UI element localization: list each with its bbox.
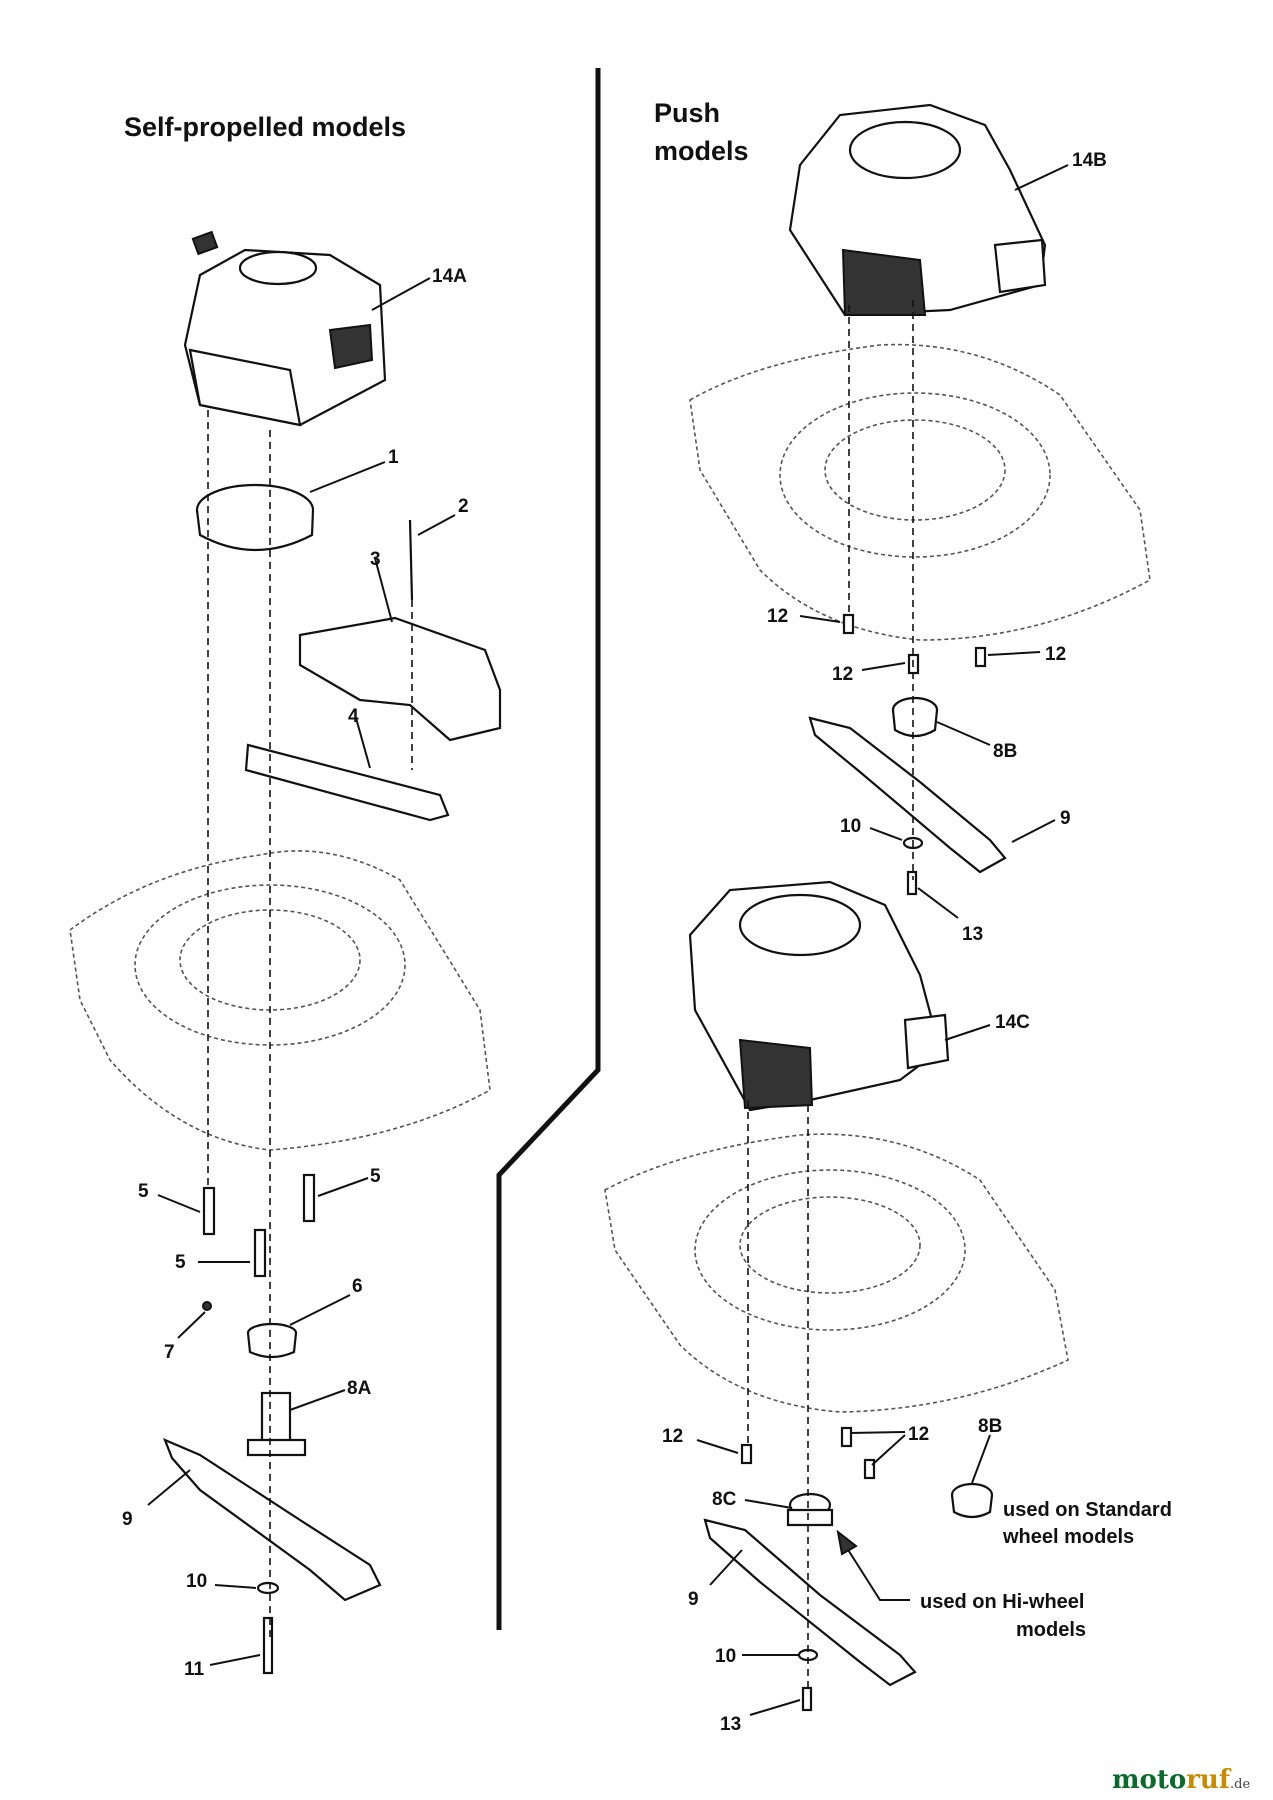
engine-14C [688,880,950,1112]
washer-10-left [256,1581,280,1595]
label-8A: 8A [347,1378,372,1399]
heading-push-line1: Push [654,98,720,128]
label-3: 3 [370,549,381,570]
leader-2 [417,514,456,536]
watermark-part1: moto [1112,1765,1186,1795]
bolt-13-bottom [801,1686,813,1712]
drive-belt-4 [244,743,450,822]
deck-left [69,850,491,1151]
engine-14A [183,230,387,427]
leader-5b [317,1177,369,1197]
label-4: 4 [348,706,359,727]
note-standard-line1: used on Standard [1003,1499,1172,1521]
blade-9-right-bottom [703,1518,917,1687]
adapter-8B-side [950,1482,994,1519]
engine-14B [788,103,1047,317]
label-12a: 12 [767,606,788,627]
heading-push-line2: models [654,136,749,166]
bolt-11 [262,1616,274,1675]
leader-14C [944,1024,991,1041]
pulley-6 [246,1322,298,1359]
bolts-12-bottom [740,1426,876,1480]
note-hiwheel-line1: used on Hi-wheel [920,1591,1084,1613]
label-11: 11 [184,1659,205,1680]
leader-1 [309,461,386,493]
leader-12e-1 [849,1431,906,1434]
leader-6 [289,1294,351,1326]
adapter-8A [246,1391,307,1457]
label-14B: 14B [1072,150,1107,171]
leader-13a [917,887,959,919]
label-8C: 8C [712,1489,737,1510]
label-7: 7 [164,1342,175,1363]
watermark: motoruf.de [1112,1765,1250,1795]
leader-7 [177,1311,206,1339]
arrow-hi-wheel [844,1544,910,1601]
adapter-8B-top [891,696,939,738]
label-9-right-bottom: 9 [688,1589,699,1610]
note-hiwheel-line2: models [1016,1619,1086,1641]
leader-12c [987,651,1041,656]
leader-13b [749,1699,801,1716]
watermark-suffix: .de [1230,1777,1250,1792]
leader-8C [744,1499,793,1509]
leader-10-right-top [869,827,903,841]
bolt-2 [408,519,414,601]
leader-14B [1014,164,1069,191]
watermark-part2: ruf [1186,1765,1232,1795]
leader-12b [861,662,906,671]
note-standard-line2: wheel models [1002,1526,1134,1548]
blade-9-right-top [808,716,1007,874]
label-5c: 5 [175,1252,186,1273]
label-10-left: 10 [186,1571,207,1592]
label-2: 2 [458,496,469,517]
label-14A: 14A [432,266,467,287]
label-9-left: 9 [122,1509,133,1530]
label-8B-side: 8B [978,1416,1002,1437]
label-6: 6 [352,1276,363,1297]
label-5a: 5 [138,1181,149,1202]
leader-9-left [147,1469,191,1506]
label-10-right-bottom: 10 [715,1646,736,1667]
label-5b: 5 [370,1166,381,1187]
leader-5a [157,1194,201,1213]
leader-9-right-bottom [709,1549,743,1586]
leader-8B-side [971,1434,991,1484]
label-12d: 12 [662,1426,683,1447]
label-12b: 12 [832,664,853,685]
heading-self-propelled: Self-propelled models [124,112,406,142]
bolts-12-top [842,613,987,675]
bolts-5 [202,1173,316,1278]
bolt-13-top [906,870,918,896]
label-12e: 12 [908,1424,929,1445]
belt-cover-1 [195,483,315,552]
label-1: 1 [388,447,399,468]
leader-11 [209,1654,261,1666]
label-13a: 13 [962,924,983,945]
leader-3 [374,557,393,623]
adapter-8C [786,1492,834,1527]
section-divider [496,68,601,1630]
leader-10-left [214,1584,257,1589]
label-12c: 12 [1045,644,1066,665]
label-14C: 14C [995,1012,1030,1033]
leader-4 [355,717,371,769]
deck-push-top [689,343,1151,641]
leader-12a [799,615,841,623]
deck-push-bottom [604,1133,1069,1413]
leader-8B-top [936,721,991,746]
leader-12e-2 [871,1434,906,1466]
leader-8A [289,1389,346,1411]
leader-12d [696,1439,739,1454]
key-7 [202,1301,212,1311]
label-9-right-top: 9 [1060,808,1071,829]
leader-9-right-top [1011,819,1056,843]
label-8B-top: 8B [993,741,1017,762]
label-13b: 13 [720,1714,741,1735]
leader-14A [371,277,431,311]
label-10-right-top: 10 [840,816,861,837]
arrowhead-hi-wheel [836,1529,858,1556]
belt-shield-3 [298,616,502,742]
